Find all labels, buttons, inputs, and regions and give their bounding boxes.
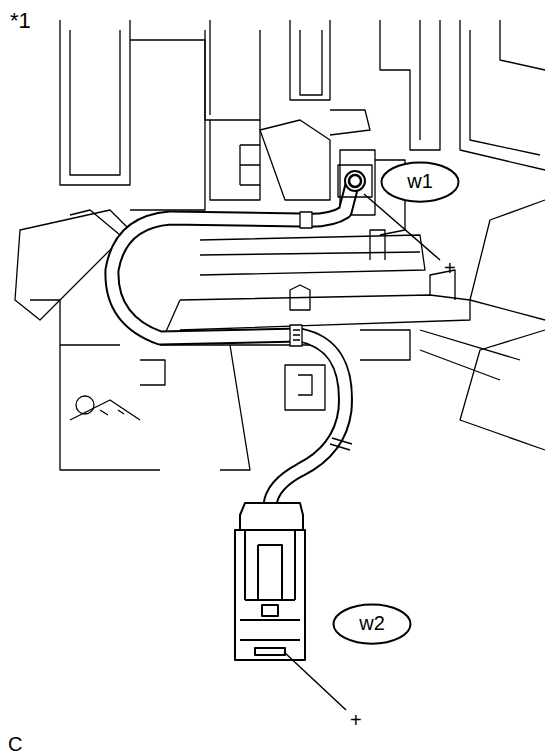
callout-text: w2 [359,612,385,635]
view-letter: C [8,734,22,754]
leader-line [284,652,346,710]
dash-structure [15,20,545,470]
leader-line [364,194,440,260]
polarity-mark: + [444,258,456,278]
callout-oval: w2 [332,603,412,645]
wire-harness [112,165,372,505]
connector [235,503,305,660]
callout-oval: w1 [380,161,460,203]
view-number: *1 [10,10,31,32]
callout-text: w1 [407,170,433,193]
polarity-mark: + [350,710,362,730]
